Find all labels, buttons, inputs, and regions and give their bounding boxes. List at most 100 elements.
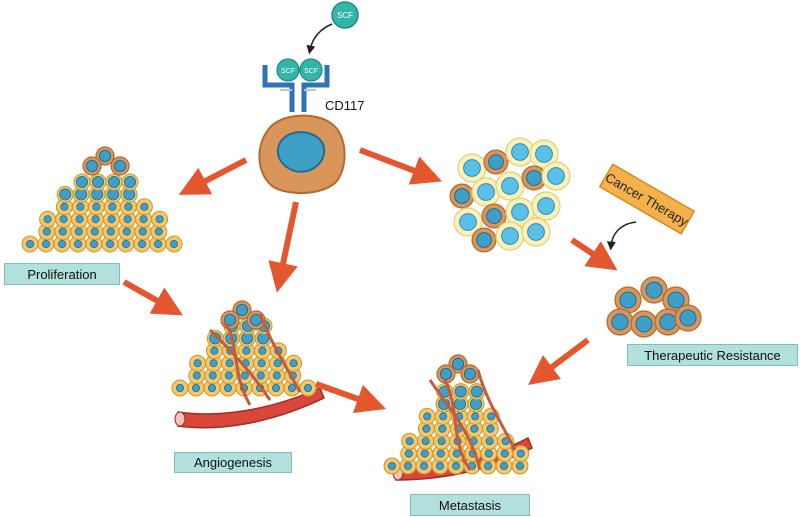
tumor-cell xyxy=(104,185,122,203)
arrow-angiogenesis-to-metastasis xyxy=(314,381,387,414)
tumor-cell xyxy=(401,432,419,450)
tumor-cell-peak xyxy=(95,146,115,166)
tumor-cell xyxy=(495,171,525,201)
bound-scf-right xyxy=(299,58,323,82)
pathway-arrows xyxy=(122,147,618,414)
tumor-cell xyxy=(417,432,435,450)
blood-vessel-branch xyxy=(428,379,482,471)
blood-vessel-branch xyxy=(222,321,252,406)
bound-scf-left-label: SCF xyxy=(281,68,295,75)
tumor-cell xyxy=(102,223,120,241)
tumor-cell xyxy=(457,153,487,183)
tumor-cell xyxy=(101,235,119,253)
tumor-cell xyxy=(268,367,286,385)
angiogenesis-vessel xyxy=(174,387,325,429)
proliferation-cluster xyxy=(21,146,183,253)
arrow-proliferation-to-angiogenesis xyxy=(122,279,184,316)
blood-vessel-branch xyxy=(258,313,302,393)
cd117-receptor: SCF SCF xyxy=(262,58,330,112)
tumor-cell xyxy=(521,217,551,247)
tumor-cell xyxy=(55,210,73,228)
cancer-therapy-tag: Cancer Therapy xyxy=(598,163,696,235)
proliferation-label: Proliferation xyxy=(4,263,120,285)
therapy-responding-cluster xyxy=(449,137,571,253)
tumor-cell xyxy=(452,383,470,401)
tumor-cell xyxy=(481,203,507,229)
tumor-cell xyxy=(418,407,436,425)
tumor-cell xyxy=(495,221,525,251)
tumor-cell xyxy=(285,354,303,372)
resistant-cell xyxy=(640,276,668,304)
therapy-action-arrow xyxy=(606,221,637,251)
metastasis-label: Metastasis xyxy=(410,494,530,516)
resistant-cell xyxy=(614,286,642,314)
tumor-cell xyxy=(203,379,221,397)
tumor-cell xyxy=(416,445,434,463)
tumor-cell xyxy=(471,177,501,207)
tumor-cell xyxy=(55,198,73,216)
tumor-cell xyxy=(483,149,509,175)
arrow-to-resistance xyxy=(570,237,618,271)
cancer-therapy-label: Cancer Therapy xyxy=(603,170,691,230)
blood-vessel-branch xyxy=(476,369,517,451)
tumor-cell xyxy=(205,354,223,372)
tumor-cell xyxy=(453,207,483,237)
tumor-cell xyxy=(463,457,481,475)
tumor-cell xyxy=(529,139,559,169)
tumor-cell xyxy=(219,379,237,397)
tumor-cell xyxy=(37,235,55,253)
tumor-cell-peak xyxy=(82,156,102,176)
tumor-cell xyxy=(481,420,499,438)
tumor-cell xyxy=(468,383,486,401)
tumor-cell xyxy=(434,407,452,425)
tumor-cell xyxy=(165,235,183,253)
tumor-cell xyxy=(134,223,152,241)
tumor-cell xyxy=(220,367,238,385)
tumor-cell xyxy=(189,354,207,372)
tumor-cell xyxy=(447,457,465,475)
tumor-cell xyxy=(21,235,39,253)
tumor-cell xyxy=(237,342,255,360)
tumor-cell-peak xyxy=(220,310,240,330)
arrow-to-angiogenesis xyxy=(268,201,299,293)
tumor-cell xyxy=(206,329,224,347)
tumor-cell xyxy=(471,227,497,253)
arrow-to-proliferation xyxy=(178,157,248,195)
tumor-cell xyxy=(299,379,317,397)
resistant-cell xyxy=(674,304,702,332)
tumor-cell xyxy=(466,407,484,425)
tumor-cell xyxy=(467,395,485,413)
arrow-resistance-to-metastasis xyxy=(528,337,590,385)
tumor-cell-peak xyxy=(436,364,456,384)
tumor-cell xyxy=(105,173,123,191)
cd117-label: CD117 xyxy=(325,98,365,113)
blood-vessel-branch xyxy=(443,379,472,471)
tumor-cell xyxy=(151,210,169,228)
tumor-cell xyxy=(496,445,514,463)
tumor-cell xyxy=(480,445,498,463)
angiogenesis-label: Angiogenesis xyxy=(174,452,292,473)
tumor-cell xyxy=(541,161,571,191)
tumor-cell xyxy=(512,445,530,463)
tumor-cell-peak xyxy=(460,364,480,384)
resistant-cell xyxy=(630,310,658,338)
bound-scf-left xyxy=(276,58,300,82)
bound-scf-right-label: SCF xyxy=(304,68,318,75)
central-cancer-cell xyxy=(258,114,346,195)
ligand-binding-arrow xyxy=(306,23,333,55)
blood-vessel-branch xyxy=(208,328,272,401)
tumor-cell-peak xyxy=(110,156,130,176)
tumor-cell xyxy=(150,223,168,241)
metastasis-cluster xyxy=(383,354,530,475)
tumor-cell xyxy=(135,198,153,216)
tumor-cell xyxy=(383,457,401,475)
tumor-cell xyxy=(39,210,57,228)
tumor-cell xyxy=(121,173,139,191)
resistant-cell xyxy=(606,308,634,336)
angiogenesis-cluster xyxy=(171,300,317,406)
tumor-cell xyxy=(119,198,137,216)
tumor-cell xyxy=(531,191,561,221)
resistant-cell-cluster xyxy=(606,276,702,338)
tumor-cell xyxy=(87,198,105,216)
